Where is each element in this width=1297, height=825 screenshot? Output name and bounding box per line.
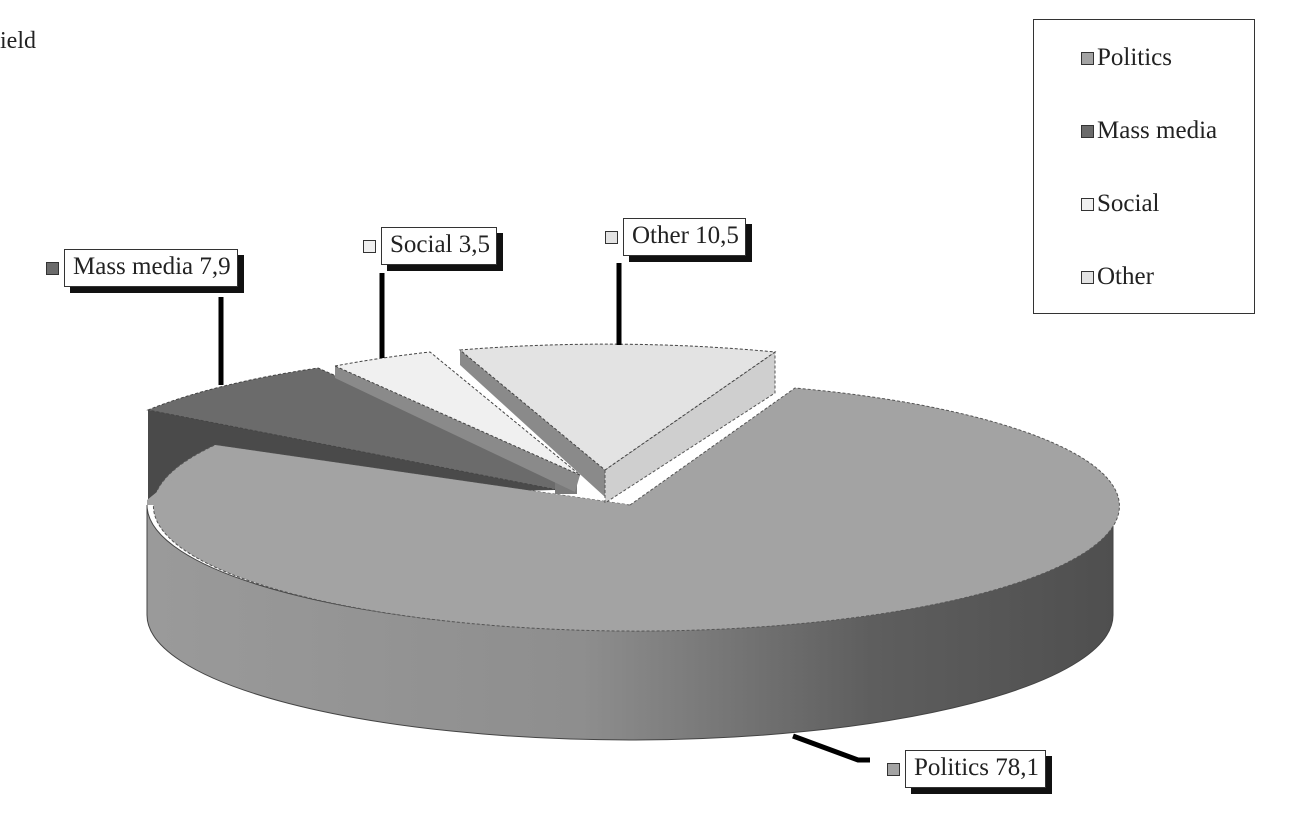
legend-label: Other (1097, 263, 1154, 290)
legend-item-social: Social (1081, 190, 1160, 218)
chart-legend: Politics Mass media Social Other (1033, 19, 1255, 314)
callout-politics: Politics 78,1 (887, 750, 1047, 788)
legend-item-politics: Politics (1081, 44, 1172, 72)
callout-label-politics: Politics 78,1 (905, 750, 1047, 788)
legend-label: Politics (1097, 44, 1173, 71)
swatch-other-icon (605, 230, 618, 244)
pie-slice-other (458, 343, 777, 471)
legend-label: Mass media (1097, 117, 1218, 144)
callout-label-mass-media: Mass media 7,9 (64, 249, 238, 287)
callout-label-other: Other 10,5 (623, 218, 746, 256)
legend-swatch-social-icon (1081, 197, 1094, 211)
swatch-social-icon (363, 239, 376, 253)
chart-title-fragment: ield (0, 28, 36, 54)
pie-slice-mass-media (146, 367, 559, 491)
pie-slice-social-side (335, 366, 580, 492)
legend-swatch-politics-icon (1081, 51, 1094, 65)
callout-other: Other 10,5 (605, 218, 746, 256)
swatch-politics-icon (887, 762, 900, 776)
pie-slice-politics (153, 387, 1120, 632)
leader-line-politics (792, 733, 870, 763)
callout-label-social: Social 3,5 (381, 227, 497, 265)
callout-mass-media: Mass media 7,9 (46, 249, 238, 287)
legend-swatch-mass-media-icon (1081, 124, 1094, 138)
swatch-mass-media-icon (46, 261, 59, 275)
pie-slice-social (333, 351, 581, 476)
legend-swatch-other-icon (1081, 270, 1094, 284)
legend-item-mass-media: Mass media (1081, 117, 1217, 145)
callout-social: Social 3,5 (363, 227, 497, 265)
pie-slice-other-side (460, 350, 605, 497)
legend-item-other: Other (1081, 263, 1154, 291)
legend-label: Social (1097, 190, 1160, 217)
